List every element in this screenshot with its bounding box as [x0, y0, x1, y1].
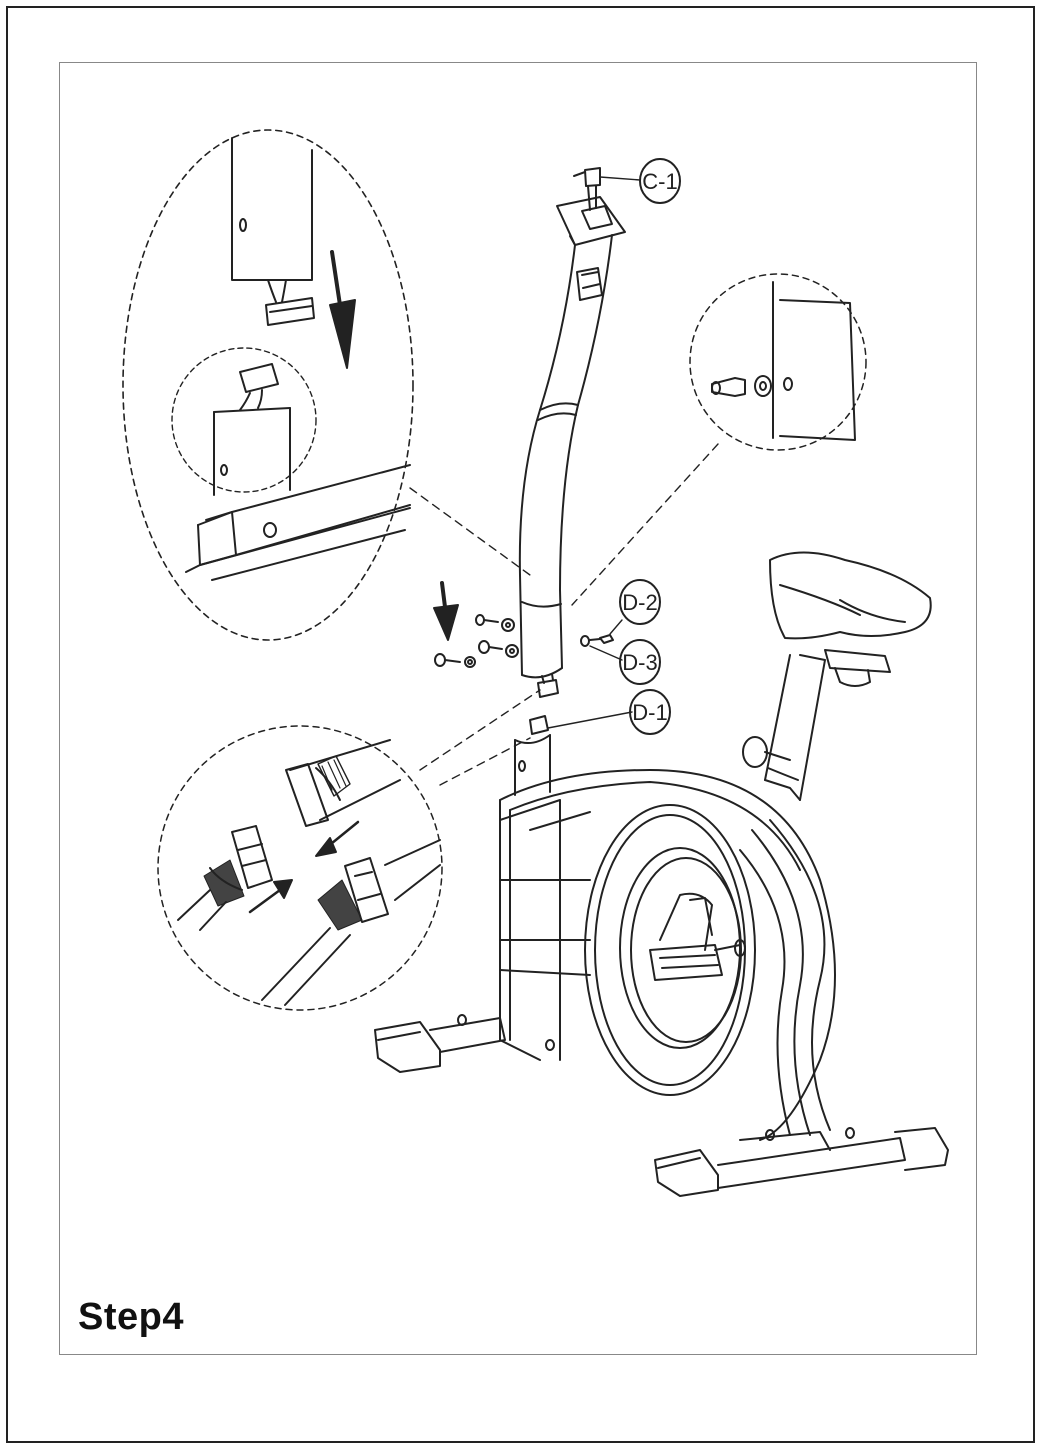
bolts-and-washers: [433, 581, 623, 668]
detail-circle-plug: [157, 689, 541, 1011]
part-label-d3: D-3: [622, 650, 657, 675]
label-d2-callout: [619, 579, 661, 625]
part-label-d1: D-1: [632, 700, 667, 725]
diagram-frame: [59, 62, 977, 1355]
label-c1-callout: [599, 158, 681, 204]
exercise-bike: [374, 551, 949, 1197]
handlebar-post: [518, 167, 626, 698]
label-d3-callout: [619, 639, 661, 685]
page-border: [6, 6, 1035, 1443]
label-d1-callout: [547, 689, 671, 735]
detail-ellipse-connector: [122, 129, 531, 641]
step-title: Step4: [78, 1296, 184, 1338]
part-label-d2: D-2: [622, 590, 657, 615]
detail-circle-bolt: [571, 273, 867, 606]
part-label-c1: C-1: [642, 169, 677, 194]
